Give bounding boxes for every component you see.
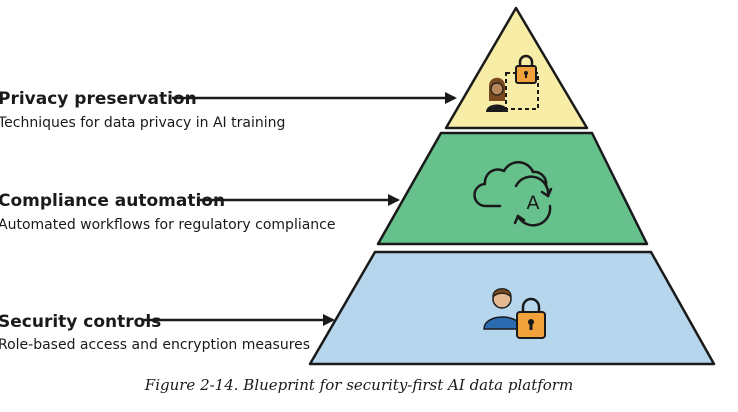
- cloud-automation-icon: A: [473, 161, 553, 227]
- pyramid-tier-security: [308, 250, 716, 366]
- layer-title-compliance: Compliance automation: [0, 191, 225, 211]
- layer-title-privacy: Privacy preservation: [0, 89, 197, 109]
- layer-desc-privacy: Techniques for data privacy in AI traini…: [0, 115, 285, 131]
- layer-title-security: Security controls: [0, 312, 161, 332]
- user-lock-icon: [483, 288, 546, 339]
- figure-caption: Figure 2-14. Blueprint for security-firs…: [144, 376, 573, 394]
- pyramid-tier-compliance: [376, 131, 649, 246]
- cloud-icon-letter: A: [527, 192, 540, 214]
- person-lock-icon: [486, 54, 539, 112]
- layer-desc-security: Role-based access and encryption measure…: [0, 337, 310, 353]
- layer-desc-compliance: Automated workflows for regulatory compl…: [0, 217, 335, 233]
